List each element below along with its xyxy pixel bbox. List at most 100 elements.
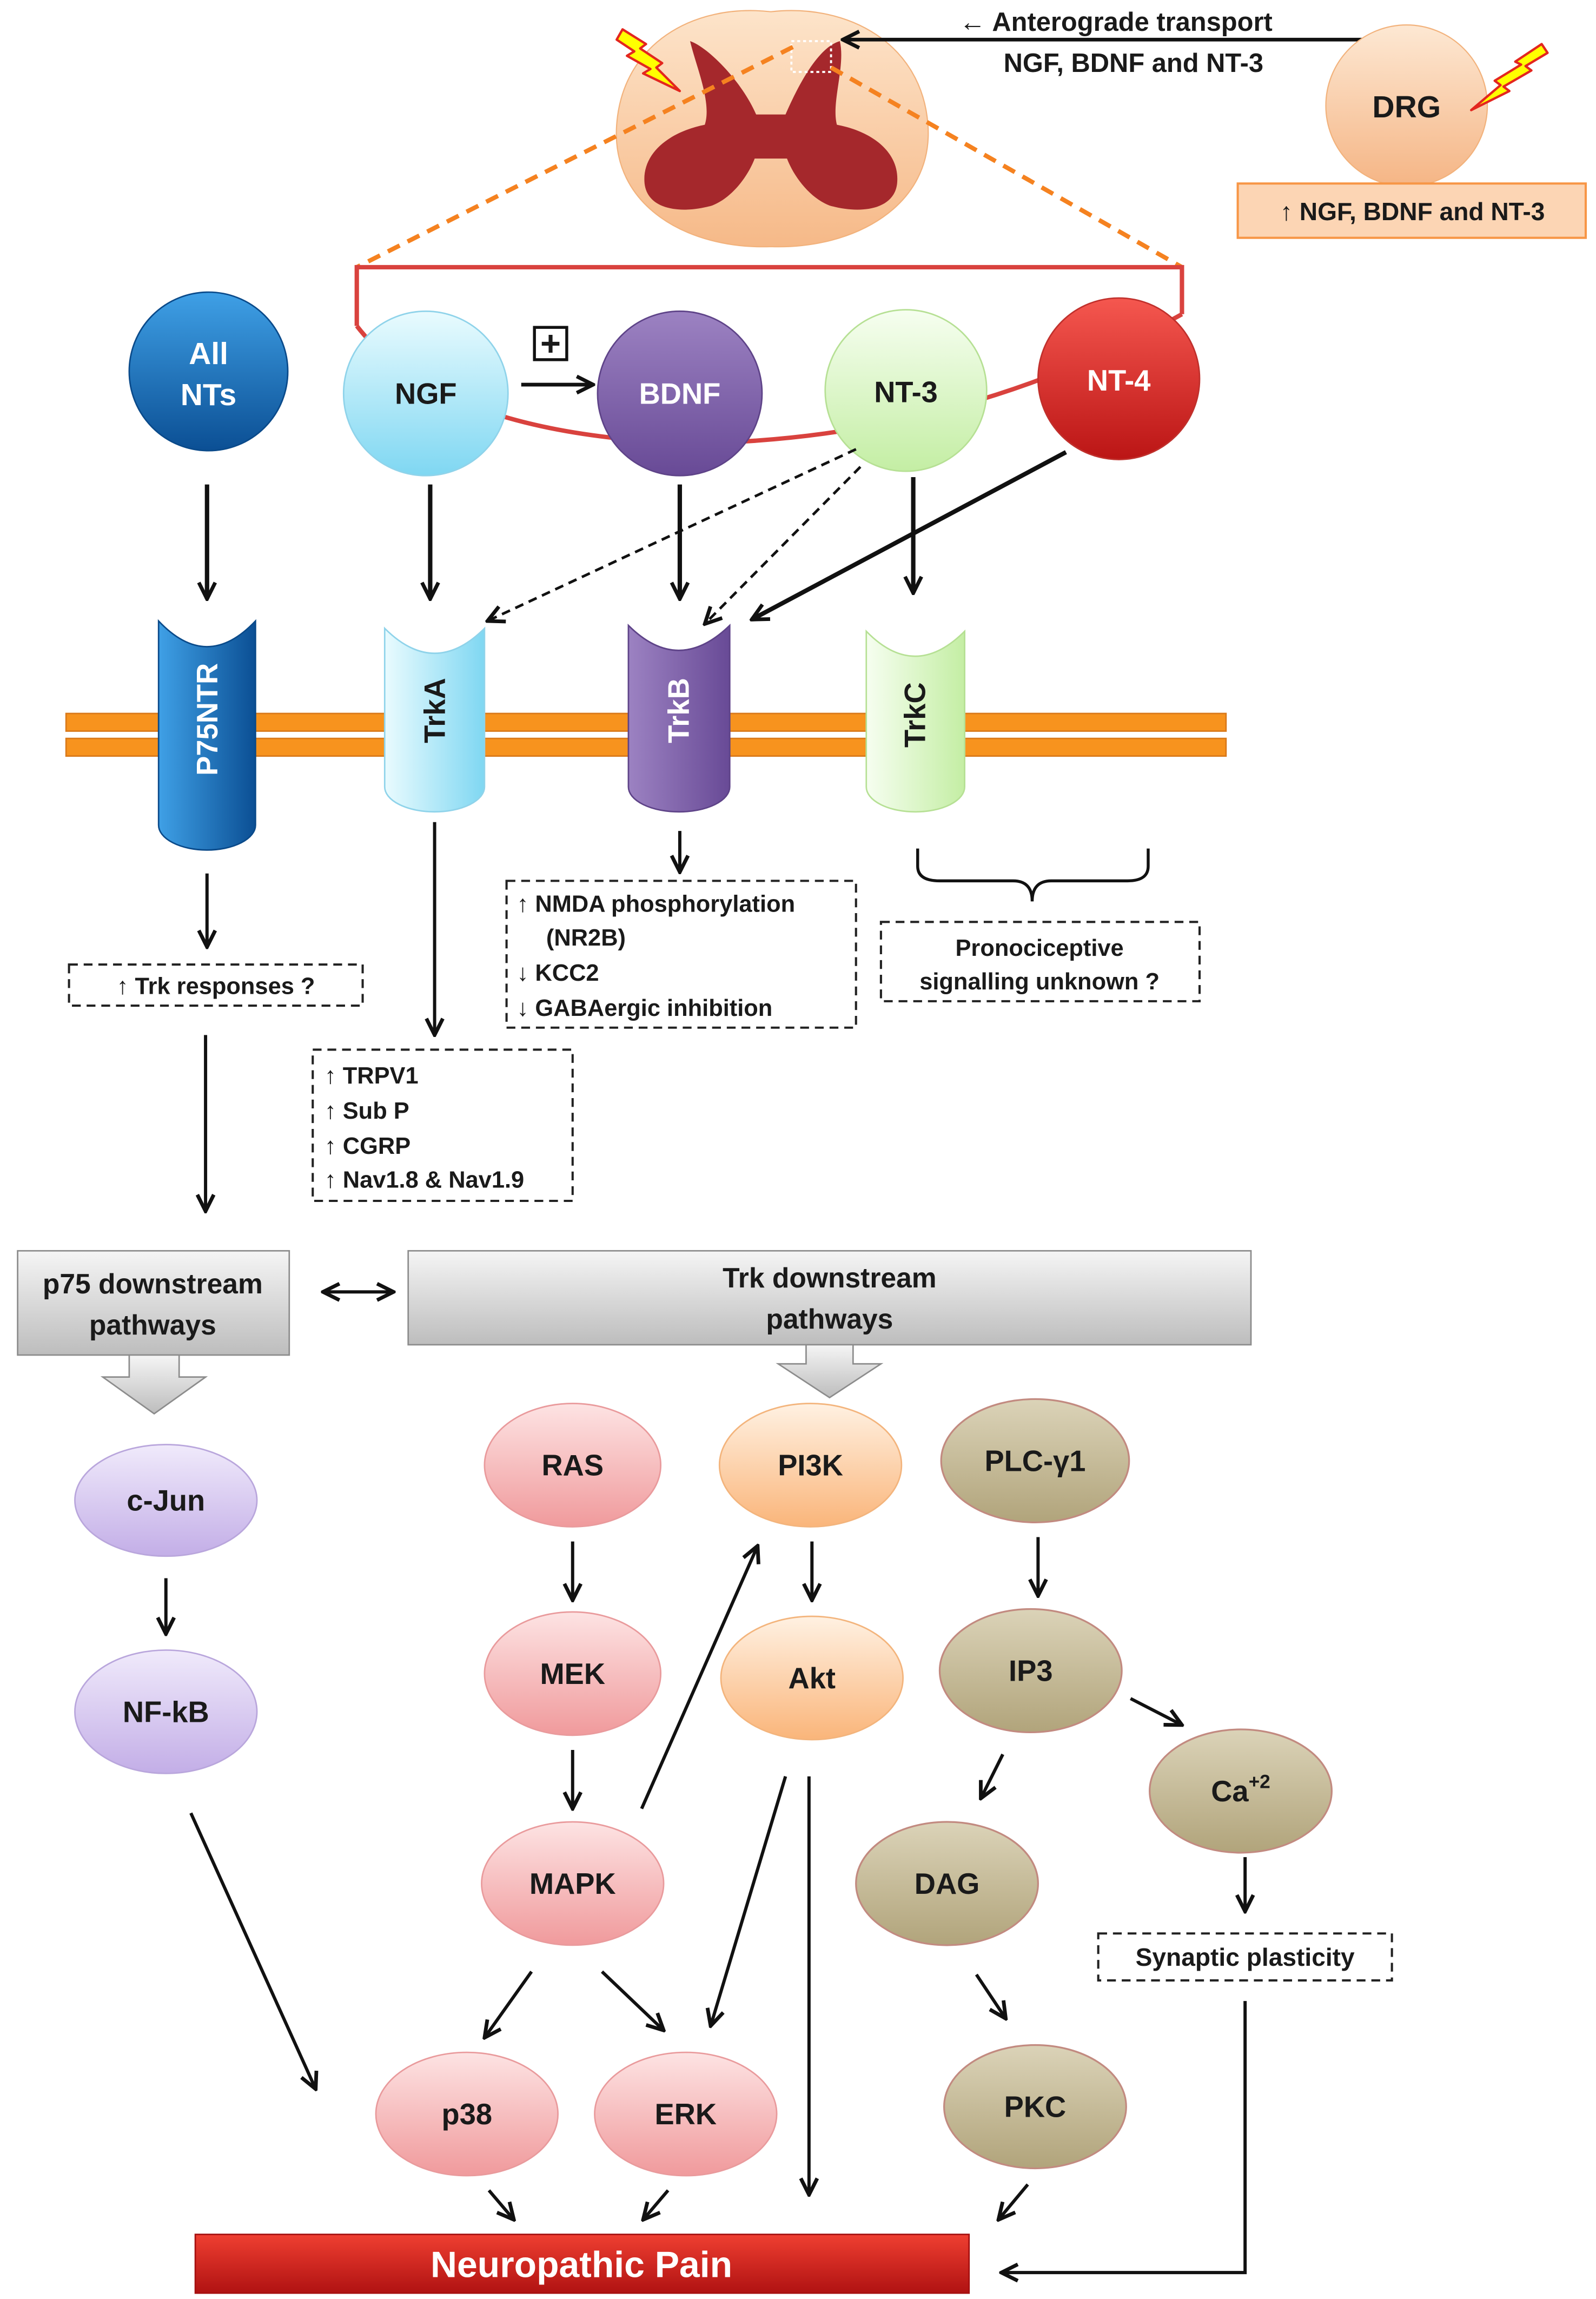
neuropathic-pain-bar: Neuropathic Pain <box>194 2234 970 2294</box>
ngf-label: NGF <box>395 377 457 410</box>
all-nts-circle <box>128 291 289 452</box>
node-c-jun: c-Jun <box>74 1444 258 1557</box>
arrow-akt-to-erk <box>711 1775 787 2026</box>
arrow-dag-to-pkc <box>975 1973 1005 2018</box>
arrow-nf-kb-to-pain <box>189 1812 316 2089</box>
arrow-ip3-to-dag <box>981 1753 1004 1798</box>
p75-downstream-frame <box>17 1250 290 1356</box>
arrow-erk-to-pain <box>643 2189 670 2219</box>
trka-effect-cgrp: ↑ CGRP <box>325 1133 410 1159</box>
node-erk: ERK <box>594 2051 778 2177</box>
neurotrophin-group-bracket <box>354 265 1184 326</box>
trka-effect-nav: ↑ Nav1.8 & Nav1.9 <box>325 1167 524 1193</box>
node-bdnf: BDNF <box>597 310 763 477</box>
trkb-effect-kcc2: ↓ KCC2 <box>517 960 599 986</box>
dashed-arrow-nt3-to-trka <box>487 448 857 621</box>
c-jun-label: c-Jun <box>127 1484 205 1517</box>
mapk-ellipse <box>481 1821 665 1946</box>
trkb-effect-box: ↑ NMDA phosphorylation (NR2B) ↓ KCC2 ↓ G… <box>505 880 857 1029</box>
nt3-circle <box>824 309 988 472</box>
drg-upregulation-box-frame <box>1236 182 1587 239</box>
p75ntr-effect-frame <box>68 963 364 1007</box>
trka-effect-sub-p: ↑ Sub P <box>325 1098 409 1124</box>
drg-upregulation-text: ↑ NGF, BDNF and NT-3 <box>1280 197 1545 226</box>
trkc-curly-brace <box>916 848 1150 902</box>
spinal-cord-section <box>615 10 929 248</box>
nf-kb-label: NF-kB <box>123 1695 209 1728</box>
p75-downstream-box: p75 downstream pathways <box>17 1250 290 1356</box>
node-pkc: PKC <box>943 2044 1127 2170</box>
trka-effect-trpv1: ↑ TRPV1 <box>325 1063 419 1089</box>
node-mapk: MAPK <box>481 1821 665 1946</box>
nf-kb-ellipse <box>74 1649 258 1774</box>
trka-label: TrkA <box>419 678 452 743</box>
akt-label: Akt <box>789 1662 836 1695</box>
neuropathic-pain-label: Neuropathic Pain <box>431 2244 732 2285</box>
calcium-charge: +2 <box>1249 1772 1270 1793</box>
trka-effect-box: ↑ TRPV1 ↑ Sub P ↑ CGRP ↑ Nav1.8 & Nav1.9 <box>312 1048 574 1203</box>
block-arrow-p75-pathways <box>100 1354 208 1415</box>
ngf-circle <box>342 310 509 477</box>
trkc-cylinder <box>865 629 965 813</box>
pkc-ellipse <box>943 2044 1127 2170</box>
ip3-label: IP3 <box>1009 1654 1052 1687</box>
p38-ellipse <box>375 2051 559 2177</box>
trkc-effect-line2: signalling unknown ? <box>919 969 1160 995</box>
synaptic-plasticity-frame <box>1097 1932 1393 1982</box>
dashed-arrow-nt3-to-trkb <box>705 466 862 624</box>
trkb-effect-nr2b: (NR2B) <box>546 925 626 951</box>
trkc-label: TrkC <box>898 682 931 748</box>
node-mek: MEK <box>484 1611 662 1736</box>
drg-label: DRG <box>1372 90 1441 124</box>
node-nt4: NT-4 <box>1037 297 1201 460</box>
node-dag: DAG <box>855 1821 1039 1946</box>
arrow-synaptic-plasticity-to-pain <box>1002 2001 1247 2272</box>
node-pi3k: PI3K <box>718 1403 903 1528</box>
synaptic-plasticity-box: Synaptic plasticity <box>1097 1932 1393 1982</box>
mapk-label: MAPK <box>529 1867 616 1900</box>
p38-label: p38 <box>442 2098 493 2131</box>
p75ntr-label: P75NTR <box>191 663 224 776</box>
trkb-effect-nmda: ↑ NMDA phosphorylation <box>517 891 796 917</box>
mek-ellipse <box>484 1611 662 1736</box>
lightning-icon-drg <box>1470 43 1549 111</box>
pi3k-label: PI3K <box>778 1449 843 1482</box>
receptor-trkb: TrkB <box>627 623 731 813</box>
block-arrow-trk-pathways <box>776 1344 884 1399</box>
trk-downstream-box: Trk downstream pathways <box>407 1250 1252 1346</box>
synaptic-plasticity-label: Synaptic plasticity <box>1136 1943 1355 1971</box>
node-ngf: NGF <box>342 310 509 477</box>
arrow-mapk-to-pi3k <box>640 1546 757 1809</box>
ip3-ellipse <box>938 1608 1123 1734</box>
node-p38: p38 <box>375 2051 559 2177</box>
p75ntr-cylinder <box>157 619 256 851</box>
all-nts-label-line1: All <box>189 336 228 371</box>
nt4-label: NT-4 <box>1087 364 1151 397</box>
trka-cylinder <box>383 626 486 813</box>
p75-downstream-line1: p75 downstream <box>43 1268 263 1299</box>
calcium-ellipse <box>1149 1728 1333 1854</box>
potentiation-plus-box: + <box>533 323 568 363</box>
drg-node: DRG <box>1325 24 1488 187</box>
receptor-trka: TrkA <box>383 626 486 813</box>
erk-ellipse <box>594 2051 778 2177</box>
dag-label: DAG <box>915 1867 980 1900</box>
trkc-effect-line1: Pronociceptive <box>955 935 1123 961</box>
p75ntr-effect-line: ↑ Trk responses ? <box>117 973 315 999</box>
trkb-effect-frame <box>505 880 857 1029</box>
node-akt: Akt <box>720 1615 904 1741</box>
receptor-p75ntr: P75NTR <box>157 619 256 851</box>
anterograde-transport-factors: NGF, BDNF and NT-3 <box>1004 49 1263 78</box>
lightning-icon-spinal-cord <box>615 28 681 93</box>
arrow-mapk-to-erk <box>601 1970 664 2031</box>
arrow-mapk-to-p38 <box>485 1971 533 2038</box>
nt3-label: NT-3 <box>874 376 938 409</box>
trkc-effect-box: Pronociceptive signalling unknown ? <box>879 921 1201 1002</box>
receptor-trkc: TrkC <box>865 629 965 813</box>
plus-icon: + <box>540 323 561 363</box>
ras-ellipse <box>484 1403 662 1528</box>
node-nt3: NT-3 <box>824 309 988 472</box>
erk-label: ERK <box>655 2098 717 2131</box>
plc-gamma1-ellipse <box>940 1398 1130 1523</box>
